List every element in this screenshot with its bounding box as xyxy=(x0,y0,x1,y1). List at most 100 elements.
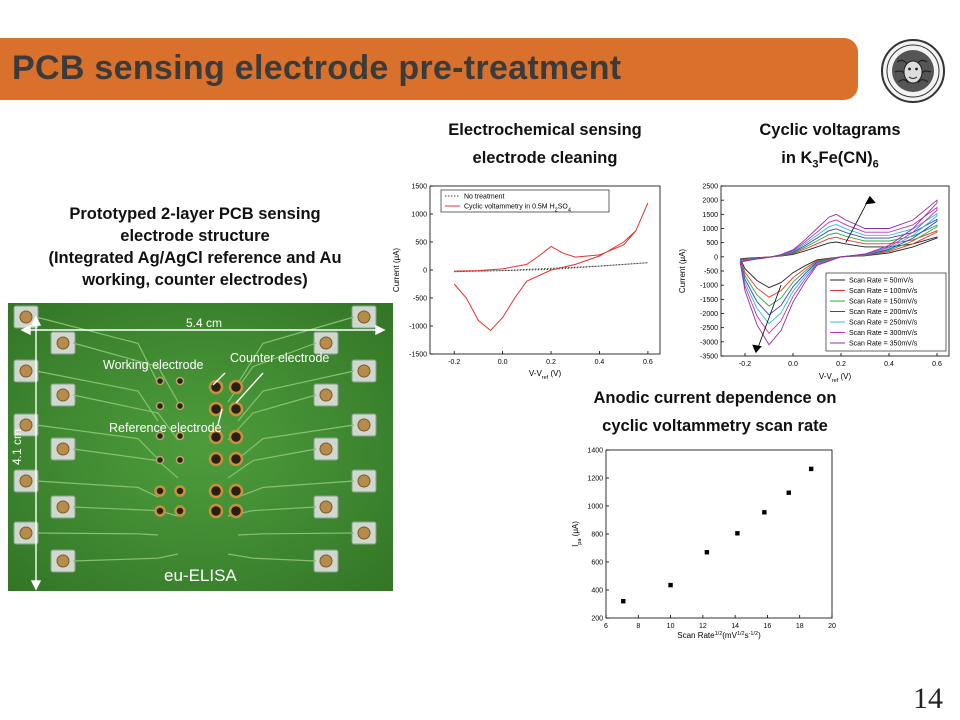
data-point xyxy=(668,582,673,588)
reference-electrode-label: Reference electrode xyxy=(109,421,222,435)
slide-title: PCB sensing electrode pre-treatment xyxy=(12,49,622,87)
pcb-trace xyxy=(237,424,355,460)
x-tick-label: 0.4 xyxy=(884,361,894,368)
pcb-small-hole xyxy=(175,455,185,465)
pcb-width-label: 5.4 cm xyxy=(186,316,222,330)
pcb-trace xyxy=(237,480,355,498)
y-tick-label: 0 xyxy=(714,254,718,261)
pcb-pad-center xyxy=(357,310,371,324)
plot-frame xyxy=(605,449,833,619)
x-tick-label: -0.2 xyxy=(739,361,751,368)
pcb-large-hole xyxy=(208,429,224,445)
page-number: 14 xyxy=(913,682,943,715)
pcb-trace xyxy=(35,424,159,460)
series-line xyxy=(739,224,938,307)
pcb-pad-center xyxy=(357,526,371,540)
pcb-bottom-hole xyxy=(174,505,186,517)
pcb-bottom-hole xyxy=(154,505,166,517)
pcb-small-hole xyxy=(175,376,185,386)
counter-electrode-label: Counter electrode xyxy=(230,351,329,365)
pcb-trace xyxy=(35,316,159,384)
y-tick-label: 600 xyxy=(591,560,603,567)
pcb-pad-center xyxy=(319,336,333,350)
pcb-bottom-hole xyxy=(154,485,166,497)
trend-arrowhead xyxy=(752,344,762,354)
pcb-small-hole xyxy=(155,376,165,386)
pcb-pad-center xyxy=(19,526,33,540)
pcb-pad-center xyxy=(319,554,333,568)
legend-label: Scan Rate = 350mV/s xyxy=(849,341,918,348)
x-tick-label: 10 xyxy=(667,623,675,630)
y-axis-label: Ipa (μA) xyxy=(571,521,583,547)
pcb-pad-center xyxy=(19,310,33,324)
legend-label: Scan Rate = 250mV/s xyxy=(849,320,918,327)
y-tick-label: -1500 xyxy=(409,352,427,359)
pcb-caption: Prototyped 2-layer PCB sensing electrode… xyxy=(10,203,380,291)
pcb-pad-center xyxy=(19,364,33,378)
pcb-small-hole xyxy=(155,455,165,465)
data-point xyxy=(735,531,740,536)
pcb-trace xyxy=(237,532,355,536)
pcb-pad-center xyxy=(56,442,70,456)
pcb-trace xyxy=(35,480,159,498)
x-tick-label: 6 xyxy=(604,623,608,630)
x-tick-label: 12 xyxy=(699,623,707,630)
pcb-pad-center xyxy=(357,364,371,378)
pcb-large-hole xyxy=(228,379,244,395)
pcb-bottom-hole xyxy=(228,483,244,499)
pcb-pad-center xyxy=(56,554,70,568)
data-point xyxy=(786,490,791,495)
y-tick-label: 1500 xyxy=(702,212,718,219)
trend-arrow xyxy=(756,285,782,351)
pcb-pad-center xyxy=(56,336,70,350)
legend-label: Cyclic voltammetry in 0.5M H2SO4 xyxy=(464,204,571,214)
x-tick-label: 0.2 xyxy=(836,361,846,368)
legend-label: Scan Rate = 300mV/s xyxy=(849,330,918,337)
y-tick-label: -1500 xyxy=(700,297,718,304)
pcb-bottom-hole xyxy=(208,503,224,519)
y-tick-label: -1000 xyxy=(700,283,718,290)
pcb-trace xyxy=(72,394,179,441)
legend-label: Scan Rate = 150mV/s xyxy=(849,299,918,306)
data-point xyxy=(704,550,710,555)
y-tick-label: -500 xyxy=(704,269,718,276)
pcb-trace xyxy=(227,448,317,479)
legend-box xyxy=(825,272,947,352)
data-point xyxy=(762,510,767,515)
cv-caption: Cyclic voltagrams in K3Fe(CN)6 xyxy=(705,116,955,178)
x-tick-label: 0.6 xyxy=(932,361,942,368)
legend-box xyxy=(440,189,610,213)
cleaning-caption-line-1: Electrochemical sensing xyxy=(448,121,642,139)
y-tick-label: 800 xyxy=(591,532,603,539)
pcb-pad-center xyxy=(56,500,70,514)
pcb-trace xyxy=(237,316,355,384)
pcb-small-hole xyxy=(155,431,165,441)
y-tick-label: -3000 xyxy=(700,339,718,346)
y-tick-label: 1200 xyxy=(587,476,603,483)
y-tick-label: 400 xyxy=(591,588,603,595)
title-banner xyxy=(0,38,858,100)
pcb-trace xyxy=(35,532,159,536)
legend-label: Scan Rate = 100mV/s xyxy=(849,288,918,295)
pcb-height-label: 4.1 cm xyxy=(10,429,24,465)
y-tick-label: 200 xyxy=(591,616,603,623)
x-tick-label: 0.2 xyxy=(546,359,556,366)
y-tick-label: -3500 xyxy=(700,354,718,361)
cv-caption-pre: in K xyxy=(781,149,813,167)
pcb-large-hole xyxy=(228,401,244,417)
y-axis-label: Current (μA) xyxy=(678,249,687,294)
trend-arrowhead xyxy=(865,195,876,205)
x-tick-label: 20 xyxy=(828,623,836,630)
pcb-pad-center xyxy=(357,474,371,488)
x-tick-label: 0.0 xyxy=(788,361,798,368)
x-tick-label: -0.2 xyxy=(448,359,460,366)
legend-label: Scan Rate = 200mV/s xyxy=(849,309,918,316)
y-tick-label: 1000 xyxy=(411,212,427,219)
x-tick-label: 0.6 xyxy=(643,359,653,366)
x-tick-label: 0.4 xyxy=(595,359,605,366)
legend-label: No treatment xyxy=(464,194,505,201)
pcb-bottom-hole xyxy=(174,485,186,497)
y-tick-label: -1000 xyxy=(409,324,427,331)
